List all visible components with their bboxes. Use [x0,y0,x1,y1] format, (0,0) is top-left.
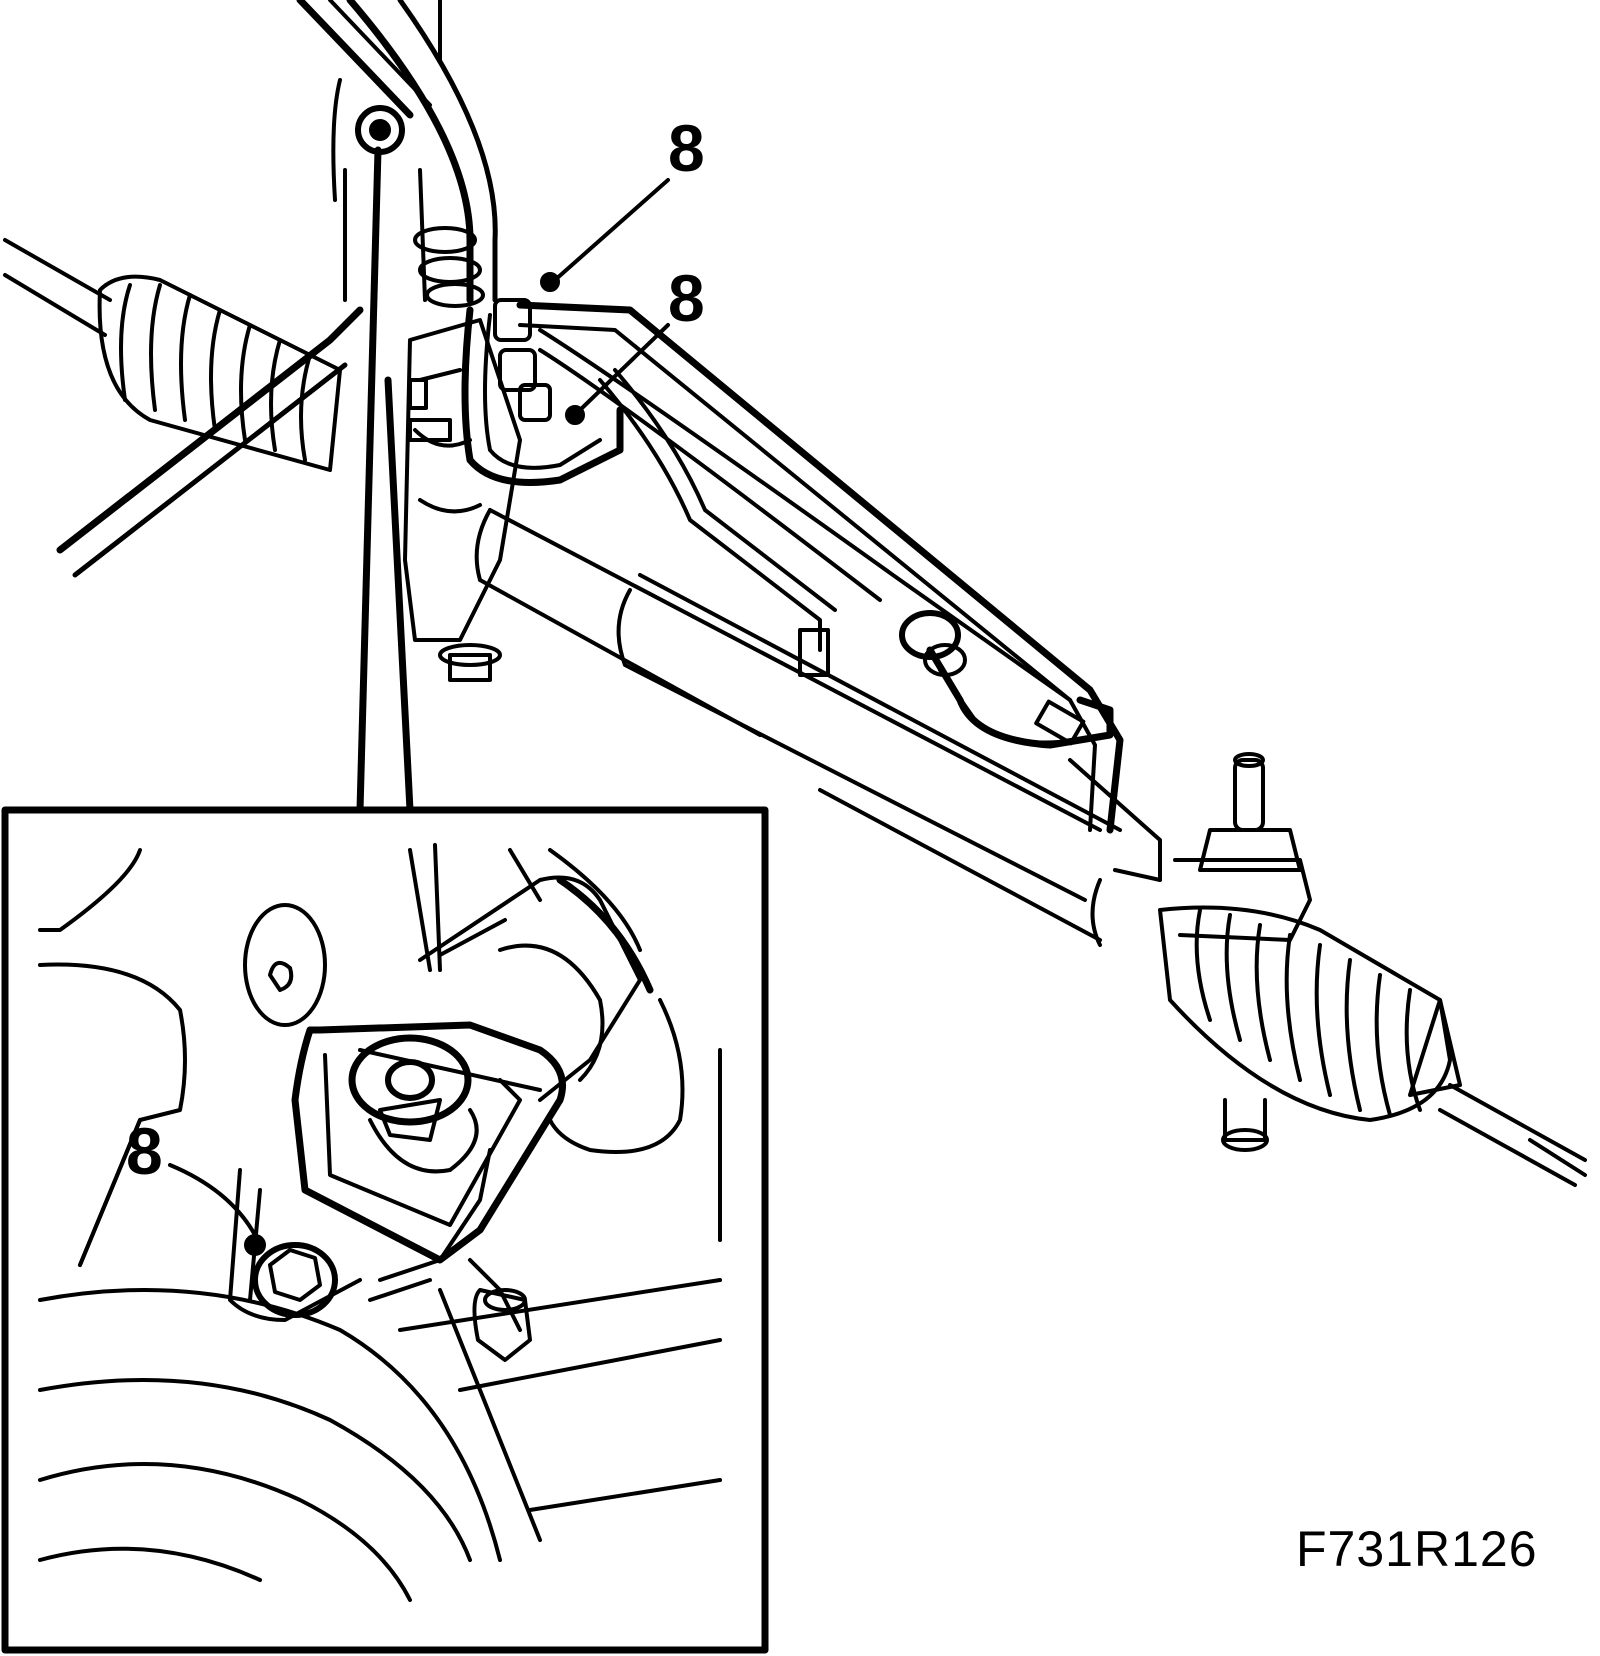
figure-reference-id: F731R126 [1296,1521,1538,1577]
inset-pointer-lines [356,146,414,814]
callout-label-inset: 8 [126,1114,163,1188]
pressure-hoses [461,301,1162,882]
left-bellows [97,274,342,472]
upper-pivot-bolt [355,105,405,155]
pipe-unions [493,298,552,422]
left-tie-rod [3,238,112,337]
rack-tube [474,508,1122,947]
steering-column [296,0,498,308]
callout-leaders [540,178,670,425]
left-feed-pipe [56,306,364,578]
right-mounting-stud [1173,752,1312,1152]
callout-label-upper: 8 [668,111,705,185]
inset-detail [1,806,769,1654]
callout-label-middle: 8 [668,261,705,335]
right-bellows [1158,905,1462,1122]
right-tie-rod [1438,1083,1587,1187]
pinion-bolt [438,643,502,682]
